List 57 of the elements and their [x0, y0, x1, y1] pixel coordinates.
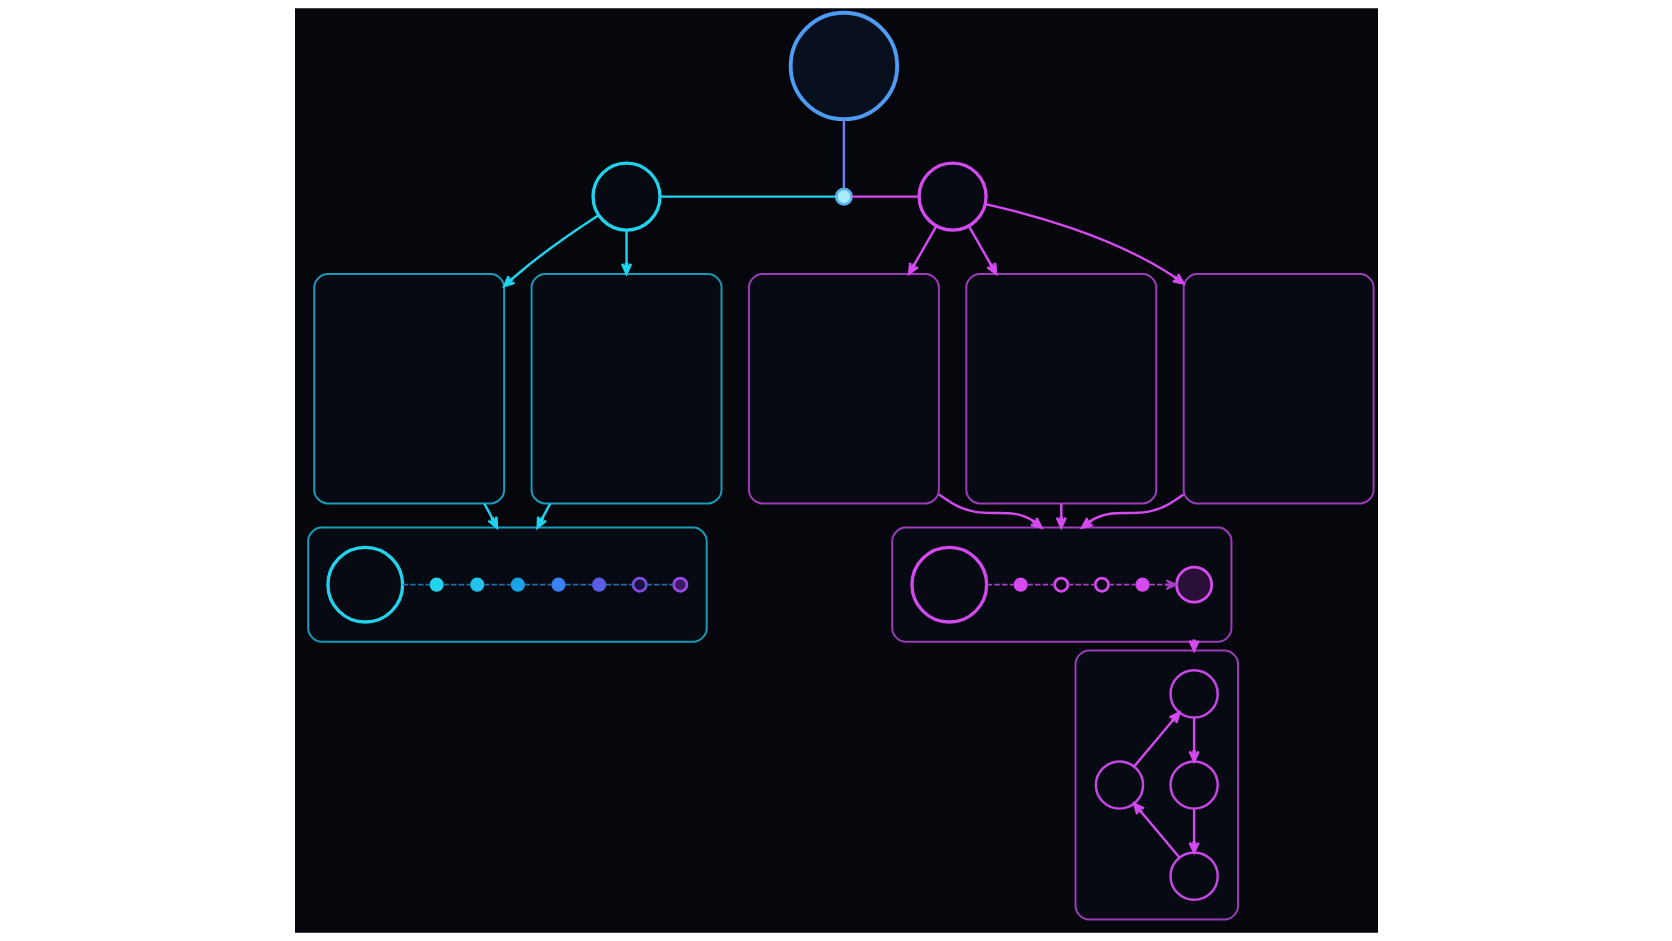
- arrow: [1187, 717, 1200, 763]
- connector: [523, 583, 552, 586]
- node-circle: [1052, 576, 1069, 593]
- node-circle: [1013, 577, 1028, 592]
- connector: [1066, 583, 1096, 586]
- arrow: [967, 225, 997, 275]
- arrow: [620, 230, 632, 275]
- arrow: [502, 214, 599, 288]
- node-box: [964, 273, 1157, 505]
- node-circle: [591, 577, 606, 592]
- cluster: [890, 526, 1232, 643]
- node-box: [312, 273, 505, 505]
- connector: [851, 195, 919, 198]
- connector: [1025, 583, 1055, 586]
- arrow: [1080, 493, 1184, 529]
- node-circle: [1094, 760, 1144, 810]
- node-circle: [631, 576, 648, 593]
- node-circle: [510, 577, 525, 592]
- node-circle: [834, 187, 853, 206]
- connector: [482, 583, 512, 586]
- node-circle: [1093, 576, 1110, 593]
- node-circle: [1168, 669, 1219, 719]
- connector: [401, 583, 431, 586]
- arrow: [937, 493, 1043, 529]
- node-box: [747, 273, 940, 505]
- connector: [604, 583, 634, 586]
- node-circle: [1174, 565, 1213, 604]
- node-circle: [788, 10, 899, 122]
- connector: [563, 583, 593, 586]
- arrow: [1187, 809, 1200, 854]
- connector: [842, 119, 845, 189]
- arrow: [535, 503, 551, 529]
- node-circle: [1168, 760, 1219, 810]
- connector: [645, 583, 674, 586]
- node-circle: [469, 577, 484, 592]
- node-circle: [428, 577, 444, 592]
- arrow: [1148, 579, 1177, 590]
- arrow: [984, 202, 1185, 285]
- connector: [659, 195, 836, 198]
- connector: [985, 583, 1015, 586]
- arrow: [1132, 711, 1181, 768]
- node-circle: [916, 161, 988, 232]
- node-circle: [550, 577, 566, 592]
- cluster: [1074, 649, 1239, 921]
- node-circle: [671, 576, 688, 593]
- connector: [1107, 583, 1136, 586]
- node-circle: [325, 545, 404, 624]
- node-circle: [1134, 577, 1150, 592]
- node-box: [530, 273, 722, 505]
- connector: [441, 583, 471, 586]
- node-box: [1182, 273, 1375, 505]
- node-circle: [1168, 851, 1219, 901]
- arrow: [1132, 802, 1180, 859]
- node-circle: [590, 161, 662, 232]
- arrow: [907, 225, 937, 275]
- node-circle: [909, 545, 988, 624]
- arrow: [482, 503, 498, 529]
